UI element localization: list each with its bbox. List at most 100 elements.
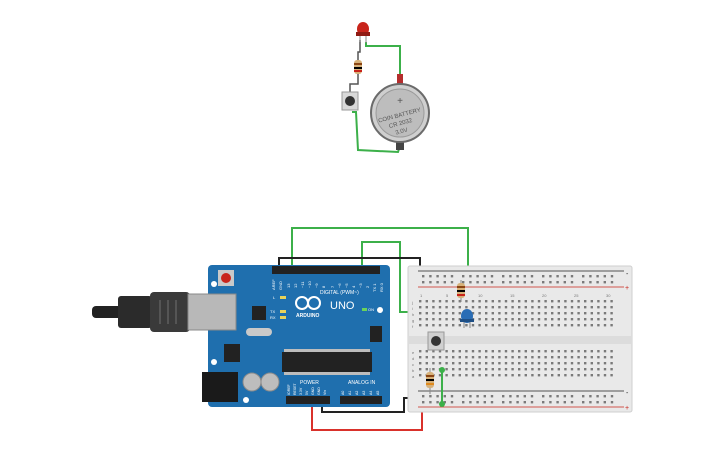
breadboard-hole[interactable] [452, 306, 455, 309]
breadboard-hole[interactable] [471, 312, 475, 315]
rail-hole[interactable] [523, 395, 526, 398]
breadboard-hole[interactable] [531, 300, 534, 303]
rail-hole[interactable] [476, 281, 479, 284]
breadboard-hole[interactable] [551, 374, 554, 377]
breadboard-hole[interactable] [478, 356, 481, 359]
breadboard-hole[interactable] [537, 312, 541, 315]
breadboard-hole[interactable] [603, 312, 607, 315]
rail-hole[interactable] [563, 395, 566, 398]
breadboard-hole[interactable] [537, 356, 541, 359]
rail-hole[interactable] [563, 275, 566, 278]
resistor-pulldown[interactable] [426, 368, 434, 394]
breadboard-hole[interactable] [478, 350, 481, 353]
breadboard-hole[interactable] [570, 300, 574, 303]
breadboard-hole[interactable] [458, 362, 461, 365]
rail-hole[interactable] [596, 281, 599, 284]
breadboard-hole[interactable] [452, 312, 455, 315]
breadboard-hole[interactable] [531, 312, 534, 315]
breadboard-hole[interactable] [551, 356, 554, 359]
breadboard-hole[interactable] [577, 356, 580, 359]
breadboard-hole[interactable] [518, 300, 521, 303]
breadboard-hole[interactable] [458, 312, 461, 315]
rail-hole[interactable] [589, 395, 592, 398]
breadboard-hole[interactable] [491, 324, 494, 327]
breadboard-hole[interactable] [584, 318, 587, 321]
breadboard-hole[interactable] [445, 350, 448, 353]
breadboard-hole[interactable] [610, 374, 613, 377]
wire-green-led-to-battery[interactable] [365, 42, 401, 80]
breadboard-hole[interactable] [518, 374, 521, 377]
breadboard-hole[interactable] [610, 306, 613, 309]
breadboard-hole[interactable] [610, 356, 613, 359]
rail-hole[interactable] [596, 401, 599, 404]
rail-hole[interactable] [502, 275, 505, 278]
rail-hole[interactable] [490, 401, 494, 404]
rail-hole[interactable] [476, 275, 479, 278]
breadboard-hole[interactable] [485, 312, 488, 315]
breadboard-hole[interactable] [498, 362, 501, 365]
breadboard-hole[interactable] [498, 374, 501, 377]
breadboard-hole[interactable] [597, 324, 600, 327]
breadboard-hole[interactable] [570, 356, 574, 359]
breadboard-hole[interactable] [438, 356, 442, 359]
breadboard-hole[interactable] [504, 306, 508, 309]
breadboard-hole[interactable] [432, 300, 435, 303]
breadboard-hole[interactable] [485, 356, 488, 359]
breadboard-hole[interactable] [478, 318, 481, 321]
breadboard-hole[interactable] [452, 324, 455, 327]
breadboard-hole[interactable] [590, 362, 593, 365]
rail-hole[interactable] [429, 275, 432, 278]
breadboard-hole[interactable] [419, 350, 422, 353]
coin-battery[interactable]: + COIN BATTERY CR 2032 3.0V [370, 74, 430, 150]
breadboard-hole[interactable] [425, 306, 428, 309]
breadboard-hole[interactable] [465, 362, 468, 365]
rail-hole[interactable] [596, 275, 599, 278]
breadboard-hole[interactable] [485, 350, 488, 353]
rail-hole[interactable] [469, 395, 472, 398]
rail-hole[interactable] [436, 281, 439, 284]
breadboard-hole[interactable] [590, 312, 593, 315]
breadboard-hole[interactable] [485, 374, 488, 377]
breadboard-hole[interactable] [564, 374, 567, 377]
breadboard-hole[interactable] [471, 368, 475, 371]
breadboard-hole[interactable] [419, 306, 422, 309]
breadboard-hole[interactable] [445, 306, 448, 309]
breadboard-hole[interactable] [577, 306, 580, 309]
breadboard-hole[interactable] [485, 318, 488, 321]
rail-hole[interactable] [490, 395, 494, 398]
breadboard-hole[interactable] [551, 350, 554, 353]
breadboard-hole[interactable] [564, 312, 567, 315]
rail-hole[interactable] [469, 281, 472, 284]
rail-hole[interactable] [523, 275, 526, 278]
wire-green-pin13-to-resistor[interactable] [291, 227, 469, 288]
breadboard-hole[interactable] [458, 374, 461, 377]
rail-hole[interactable] [436, 401, 439, 404]
rail-hole[interactable] [502, 281, 505, 284]
breadboard-hole[interactable] [432, 306, 435, 309]
rail-hole[interactable] [610, 395, 614, 398]
breadboard-hole[interactable] [518, 350, 521, 353]
breadboard-hole[interactable] [498, 318, 501, 321]
breadboard-hole[interactable] [445, 356, 448, 359]
breadboard-hole[interactable] [504, 362, 508, 365]
rail-hole[interactable] [462, 281, 465, 284]
arduino-uno[interactable]: AREF GND 13 12 ~11 ~10 ~9 8 7 ~6 ~5 4 ~3… [92, 265, 390, 407]
breadboard-hole[interactable] [537, 300, 541, 303]
rail-hole[interactable] [516, 401, 519, 404]
breadboard-hole[interactable] [511, 300, 514, 303]
breadboard-hole[interactable] [603, 318, 607, 321]
breadboard-hole[interactable] [544, 374, 547, 377]
breadboard-hole[interactable] [551, 318, 554, 321]
breadboard-hole[interactable] [544, 356, 547, 359]
rail-hole[interactable] [563, 281, 566, 284]
breadboard-hole[interactable] [564, 324, 567, 327]
breadboard-hole[interactable] [603, 374, 607, 377]
breadboard-hole[interactable] [458, 306, 461, 309]
rail-hole[interactable] [509, 401, 512, 404]
rail-hole[interactable] [429, 281, 432, 284]
rail-hole[interactable] [509, 395, 512, 398]
rail-hole[interactable] [436, 275, 439, 278]
rail-hole[interactable] [610, 401, 614, 404]
breadboard-hole[interactable] [504, 350, 508, 353]
breadboard-hole[interactable] [524, 324, 527, 327]
